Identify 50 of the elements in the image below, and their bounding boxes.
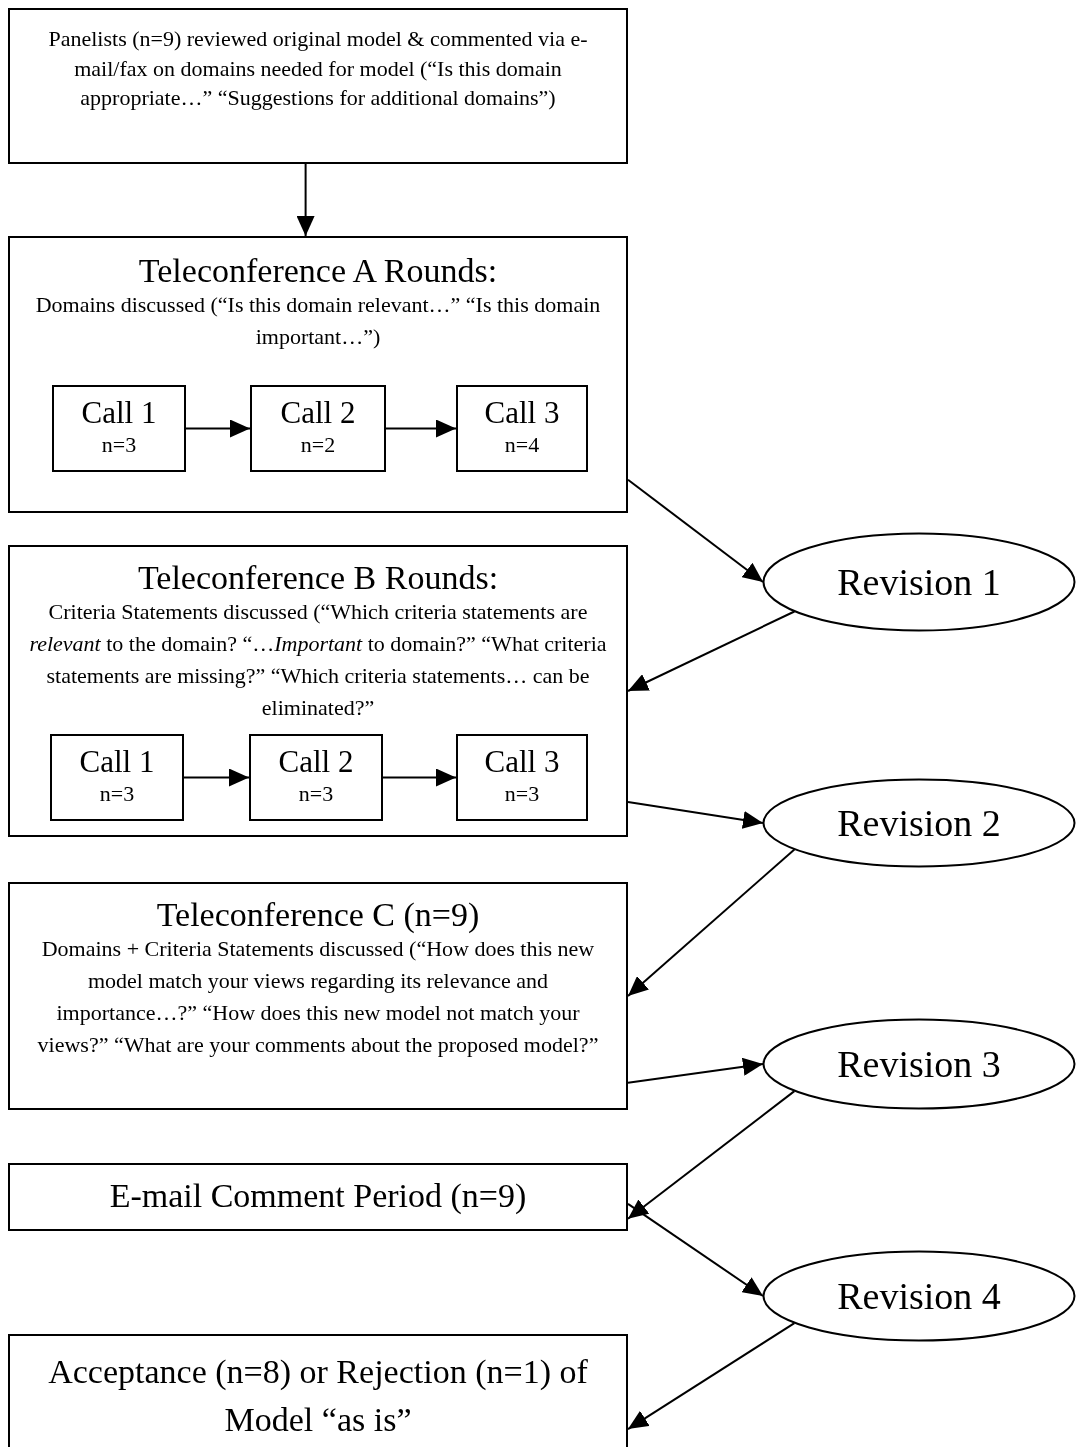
revision-label: Revision 4 xyxy=(837,1277,1001,1315)
call-label: Call 2 xyxy=(279,395,357,431)
arrow xyxy=(185,419,251,438)
box-heading: Teleconference A Rounds: xyxy=(137,252,499,290)
revision-label: Revision 1 xyxy=(837,563,1001,601)
call-label: Call 1 xyxy=(78,744,156,780)
sample-size: n=4 xyxy=(503,430,541,459)
sample-size: n=3 xyxy=(100,430,138,459)
arrow xyxy=(382,768,457,787)
box-description: Criteria Statements discussed (“Which criteria statements are relevant to the domain? “…Important to domain?” “What criteria statements are missing?” “Which criteria statements… can be eliminated?” xyxy=(28,598,608,723)
arrow xyxy=(627,848,796,997)
box-description: Domains discussed (“Is this domain relevant…” “Is this domain important…”) xyxy=(34,291,602,352)
call-box xyxy=(50,734,184,821)
arrow xyxy=(627,1322,796,1431)
process-box xyxy=(8,8,628,164)
sample-size: n=2 xyxy=(299,430,337,459)
arrow xyxy=(627,1090,796,1220)
call-label: Call 2 xyxy=(277,744,355,780)
process-box xyxy=(8,236,628,513)
arrow xyxy=(627,478,764,583)
box-heading: Teleconference B Rounds: xyxy=(136,559,500,597)
sample-size: n=3 xyxy=(297,779,335,808)
call-label: Call 1 xyxy=(80,395,158,431)
box-description: Domains + Criteria Statements discussed (“How does this new model match your views regarding its relevance and importance…?” “How does this new model not match your views?” “What are your comments about the proposed model?” xyxy=(36,935,600,1060)
arrow xyxy=(627,610,796,692)
box-text: Acceptance (n=8) or Rejection (n=1) of Model “as is” xyxy=(47,1352,589,1440)
process-box xyxy=(8,545,628,837)
arrow xyxy=(183,768,250,787)
process-box xyxy=(8,1334,628,1447)
call-box xyxy=(52,385,186,472)
revision-label: Revision 2 xyxy=(837,804,1001,842)
arrow xyxy=(385,419,457,438)
revision-label: Revision 3 xyxy=(837,1045,1001,1083)
call-box xyxy=(250,385,386,472)
process-box xyxy=(8,1163,628,1231)
box-text: E-mail Comment Period (n=9) xyxy=(108,1177,528,1215)
arrow xyxy=(627,800,764,829)
arrow xyxy=(627,1057,764,1084)
sample-size: n=3 xyxy=(98,779,136,808)
box-heading: Teleconference C (n=9) xyxy=(155,896,481,934)
process-box xyxy=(8,882,628,1110)
sample-size: n=3 xyxy=(503,779,541,808)
arrow xyxy=(627,1202,764,1297)
call-box xyxy=(456,385,588,472)
call-label: Call 3 xyxy=(483,395,561,431)
call-box xyxy=(249,734,383,821)
call-box xyxy=(456,734,588,821)
call-label: Call 3 xyxy=(483,744,561,780)
box-text: Panelists (n=9) reviewed original model & commented via e-mail/fax on domains needed for model (“Is this domain appropriate…” “Suggestions for additional domains”) xyxy=(47,25,589,113)
arrow xyxy=(296,163,315,237)
